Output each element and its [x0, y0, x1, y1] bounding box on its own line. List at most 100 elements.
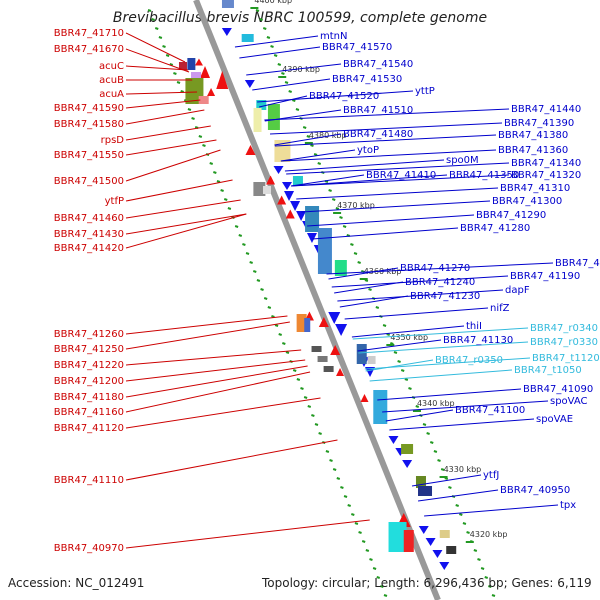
connector-line: [125, 199, 241, 219]
connector-line: [257, 90, 414, 103]
connector-line: [239, 46, 321, 59]
tick-mark: [340, 486, 344, 489]
tick-mark: [306, 135, 311, 138]
connector-line: [125, 125, 211, 141]
gene-label-right: spoVAC: [550, 396, 588, 407]
gene-arrow-forward: [328, 312, 341, 324]
tick-mark: [303, 396, 308, 399]
connector-line: [269, 122, 503, 135]
tick-mark: [260, 288, 264, 291]
kbp-marker: 4340 kbp: [417, 399, 455, 408]
connector-line: [286, 162, 510, 175]
tick-mark: [284, 81, 289, 84]
tick-mark: [339, 216, 343, 219]
genome-info-text: Topology: circular; Length: 6,296,436 bp…: [262, 576, 592, 590]
gene-label-right: BBR47_40950: [500, 485, 570, 496]
gene-label-right: BBR47_41270: [400, 263, 470, 274]
tick-mark: [455, 504, 459, 507]
connector-line: [125, 65, 189, 71]
gene-box: [317, 228, 332, 274]
connector-line: [339, 295, 409, 308]
gene-label-right: BBR47_41320: [511, 170, 581, 181]
tick-mark: [357, 261, 361, 264]
tick-mark: [400, 369, 405, 372]
tick-mark: [273, 54, 278, 57]
tick-mark: [433, 450, 438, 453]
tick-mark: [364, 279, 369, 282]
connector-line: [280, 149, 497, 162]
tick-mark: [426, 432, 430, 435]
gene-label-right: BBR47_41440: [511, 104, 581, 115]
tick-mark: [350, 243, 354, 246]
tick-mark: [213, 171, 217, 174]
connector-line: [125, 519, 370, 549]
kbp-marker: 4370 kbp: [337, 201, 375, 210]
gene-label-right: BBR47_41210: [555, 258, 600, 269]
gene-label-left: acuC: [99, 61, 124, 72]
tick-mark: [491, 594, 496, 597]
gene-label-left: BBR47_41590: [54, 103, 124, 114]
gene-label-right: BBR47_41540: [343, 59, 413, 70]
gene-label-left: BBR47_41500: [54, 176, 124, 187]
gene-label-right: BBR47_41390: [504, 118, 574, 129]
gene-label-right: BBR47_41310: [500, 183, 570, 194]
tick-mark: [382, 324, 387, 327]
connector-line: [125, 365, 308, 398]
gene-label-right: BBR47_41300: [492, 196, 562, 207]
connector-line: [328, 267, 399, 280]
gene-arrow-reverse: [330, 345, 341, 355]
tick-mark: [343, 495, 348, 498]
gene-label-left: BBR47_41420: [54, 243, 124, 254]
connector-line: [246, 63, 342, 76]
connector-line: [352, 327, 529, 340]
gene-arrow-forward: [432, 550, 443, 558]
tick-mark: [291, 99, 296, 102]
tick-mark: [313, 153, 318, 156]
tick-mark: [238, 234, 243, 237]
connector-line: [337, 289, 504, 302]
tick-mark: [242, 243, 246, 246]
gene-arrow-forward: [425, 538, 436, 546]
tick-track-outer-left: [147, 9, 388, 597]
tick-mark: [458, 513, 463, 516]
tick-mark: [223, 198, 228, 201]
tick-mark: [347, 504, 351, 507]
gene-arrow-forward: [335, 324, 348, 336]
gene-label-right: BBR47_41480: [343, 129, 413, 140]
connector-line: [125, 349, 302, 366]
tick-mark: [444, 477, 449, 480]
tick-mark: [375, 306, 380, 309]
gene-arrow-forward: [306, 233, 317, 243]
tick-mark: [154, 27, 159, 30]
gene-label-left: BBR47_41670: [54, 44, 124, 55]
kbp-marker: 4390 kbp: [282, 65, 320, 74]
gene-arrow-reverse: [194, 58, 203, 66]
tick-mark: [462, 522, 467, 525]
connector-line: [125, 91, 198, 95]
connector-line: [358, 341, 529, 354]
tick-mark: [329, 459, 333, 462]
tick-mark: [480, 567, 485, 570]
tick-mark: [270, 45, 274, 48]
connector-line: [411, 474, 482, 487]
connector-line: [125, 109, 205, 125]
gene-box: [401, 444, 414, 454]
connector-line: [259, 95, 308, 108]
gene-box: [323, 366, 334, 372]
connector-line: [312, 227, 459, 240]
connector-line: [125, 321, 290, 350]
gene-arrow-reverse: [266, 175, 276, 185]
gene-label-left: acuA: [99, 89, 124, 100]
tick-mark: [484, 576, 489, 579]
gene-arrow-reverse: [336, 368, 345, 376]
gene-label-right: BBR47_41090: [523, 384, 593, 395]
tick-mark: [310, 144, 314, 147]
gene-box: [311, 346, 322, 352]
connector-line: [125, 315, 288, 335]
connector-line: [125, 48, 190, 73]
gene-box: [418, 486, 433, 496]
gene-label-right: BBR47_t1050: [514, 365, 582, 376]
connector-line: [125, 179, 233, 202]
kbp-marker: 4350 kbp: [390, 333, 428, 342]
connector-line: [125, 439, 338, 481]
